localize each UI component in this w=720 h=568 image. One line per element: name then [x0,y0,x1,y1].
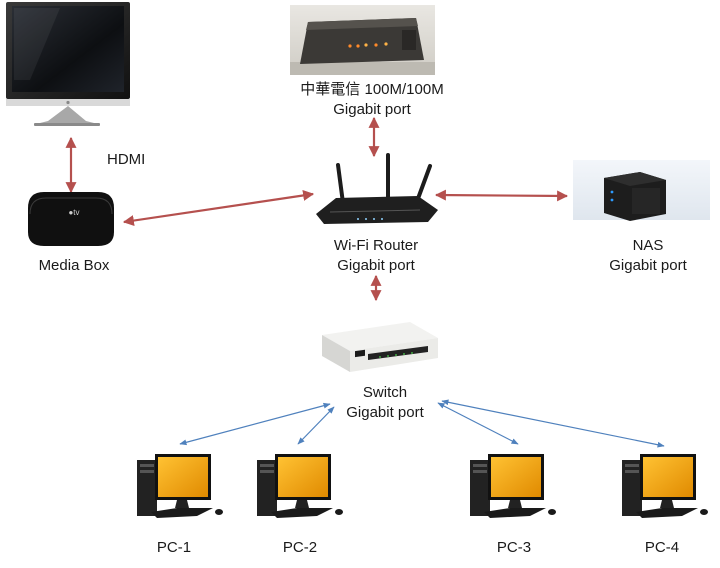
desktop-pc-icon [622,454,708,518]
nas-icon [573,160,710,221]
pc-label: PC-4 [644,539,680,556]
switch-label-line2: Gigabit port [346,404,424,421]
nas-label: NAS Gigabit port [609,236,687,276]
tv-monitor-icon [6,2,130,126]
switch-label-line1: Switch [362,384,408,401]
link-switch-pc2 [297,406,335,445]
router-label: Wi-Fi Router Gigabit port [334,236,418,276]
nas-label-line2: Gigabit port [609,257,687,274]
modem-label-line2: Gigabit port [333,101,411,118]
svg-text:●tv: ●tv [68,208,79,217]
link-switch-pc3 [437,402,519,445]
router-label-line2: Gigabit port [337,257,415,274]
pc-label: PC-3 [496,539,532,556]
wifi-router-icon [316,153,438,224]
modem-icon [290,5,435,75]
hdmi-label: HDMI [107,151,146,168]
link-switch-pc1 [179,402,331,446]
modem-label-line1: 中華電信 100M/100M [300,81,444,98]
desktop-pc-icon [470,454,556,518]
router-label-line1: Wi-Fi Router [333,237,419,254]
nas-label-line1: NAS [632,237,664,254]
lan-links [179,399,665,448]
wired-links [65,116,569,302]
media-box-label: Media Box [38,257,110,274]
network-switch-icon [322,322,438,372]
link-mediabox-router [122,190,315,226]
switch-label: Switch Gigabit port [346,383,424,423]
media-box-icon: ●tv [28,192,114,246]
pc-label: PC-2 [282,539,318,556]
desktop-pc-icon [137,454,223,518]
pc-label: PC-1 [156,539,192,556]
desktop-pc-icon [257,454,343,518]
modem-label: 中華電信 100M/100M Gigabit port [300,80,443,120]
link-switch-pc4 [441,399,665,448]
link-router-nas [434,189,569,202]
